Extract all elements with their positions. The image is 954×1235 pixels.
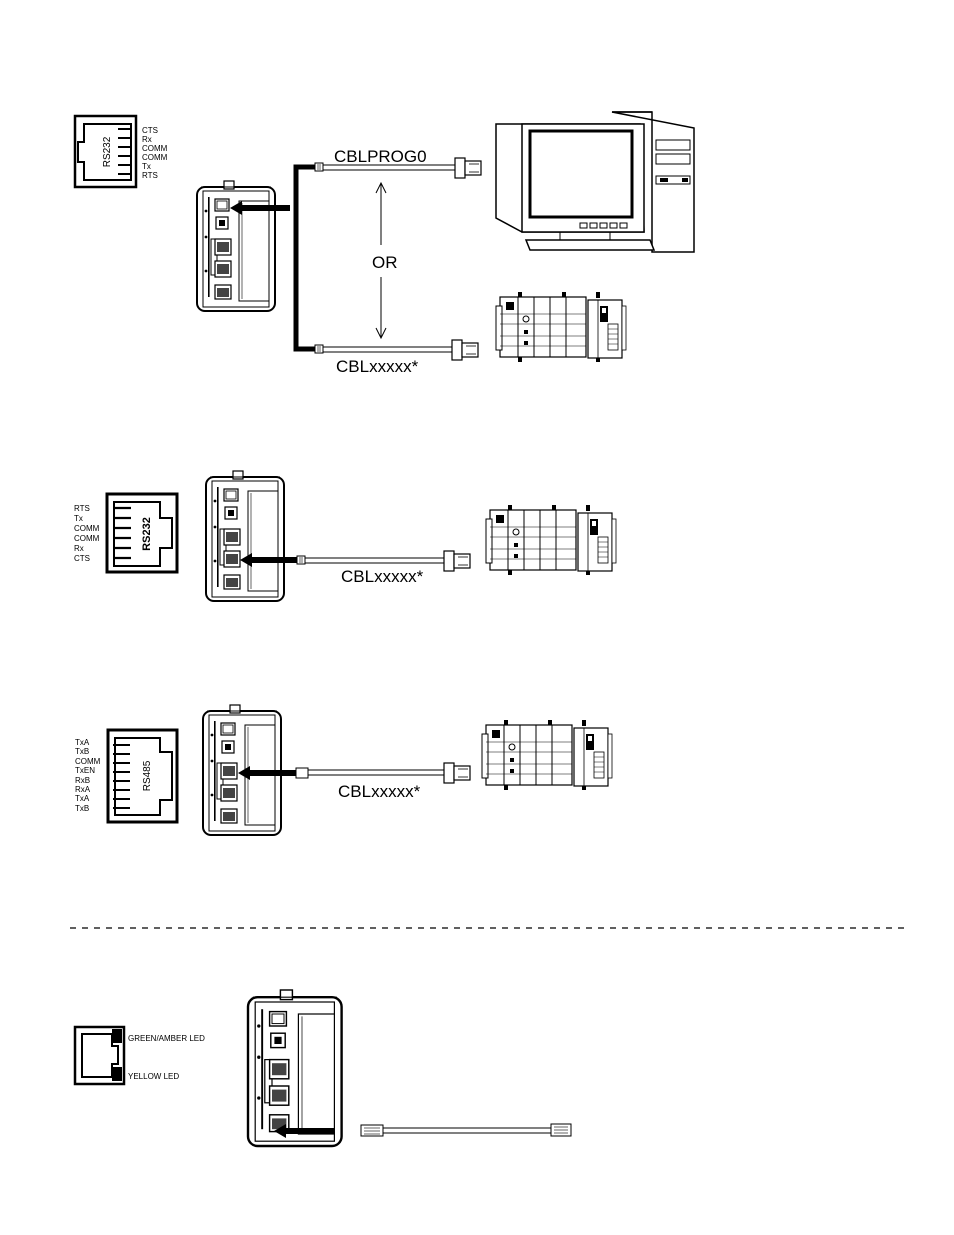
plc-rack-icon [485,504,617,576]
pin-label: CTS [142,126,158,135]
led-icon [112,1067,122,1081]
rj-plug-icon [295,767,309,779]
pin-label: TxB [75,747,89,756]
section-4: GREEN/AMBER LED YELLOW LED [73,988,572,1148]
cable-label: CBLPROG0 [334,147,427,166]
led-label: YELLOW LED [128,1072,179,1081]
pin-label: TxB [75,804,89,813]
pin-label: RTS [74,504,90,513]
rj-plug-icon [360,1124,384,1137]
pin-label: Tx [142,162,151,171]
ethernet-jack-icon [73,1025,126,1086]
pin-labels: CTS Rx COMM COMM Tx RTS [142,126,168,180]
cable-bracket [293,164,316,352]
pin-label: Tx [74,514,83,523]
port-name-label: RS232 [102,136,113,167]
db9-connector-icon [451,339,479,361]
db9-connector-icon [454,157,482,179]
rj-plug-icon [314,162,324,172]
pin-label: COMM [142,153,168,162]
section-1: RS232 CTS Rx COMM COMM Tx RTS CBLPROG0 C… [73,111,695,376]
controller-unit [246,988,343,1148]
pin-label: Rx [142,135,152,144]
cable-label: CBLxxxxx* [336,357,419,376]
rs232-jack-icon: RS232 [105,492,179,574]
pin-label: TxA [75,794,90,803]
section-3: RS485 TxA TxB COMM TxEN RxB RxA TxA TxB … [75,704,613,836]
pin-label: CTS [74,554,90,563]
pin-labels: TxA TxB COMM TxEN RxB RxA TxA TxB [75,738,101,813]
led-label: GREEN/AMBER LED [128,1034,205,1043]
plc-rack-icon [481,719,613,791]
rj-plug-icon [296,555,306,565]
pin-label: TxEN [75,766,95,775]
cable-label: CBLxxxxx* [338,782,421,801]
pin-label: COMM [75,757,101,766]
section-2: RS232 RTS Tx COMM COMM Rx CTS CBLxxxxx* [74,470,617,602]
pin-label: RTS [142,171,158,180]
pin-label: COMM [142,144,168,153]
or-label: OR [372,253,398,272]
cable-label: CBLxxxxx* [341,567,424,586]
pin-labels: RTS Tx COMM COMM Rx CTS [74,504,100,563]
plc-rack-icon [495,291,627,363]
pin-label: TxA [75,738,90,747]
rs232-jack-icon: RS232 [73,114,138,189]
pin-label: RxB [75,776,90,785]
computer-icon [495,111,695,253]
db9-connector-icon [443,762,471,784]
db9-connector-icon [443,550,471,572]
controller-unit [196,180,276,312]
port-name-label: RS232 [141,517,153,551]
pin-label: COMM [74,534,100,543]
rs485-jack-icon: RS485 [106,728,179,824]
pin-label: RxA [75,785,91,794]
port-name-label: RS485 [142,760,153,791]
pin-label: Rx [74,544,84,553]
pin-label: COMM [74,524,100,533]
led-icon [112,1029,122,1043]
controller-unit [205,470,285,602]
rj-plug-icon [314,344,324,354]
